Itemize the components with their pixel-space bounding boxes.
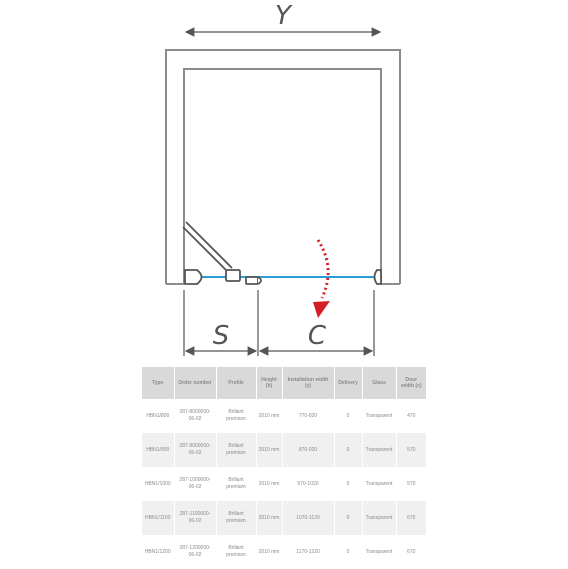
shower-door-diagram: Y S C: [165, 1, 401, 356]
cell-height: 2010 mm: [255, 467, 282, 501]
cell-delivery: 0: [333, 433, 362, 467]
wall-frame: [165, 49, 401, 285]
cell-height: 2010 mm: [255, 399, 282, 433]
cell-type: HBN1/1000: [142, 467, 174, 501]
cell-profile: Brillant premium: [215, 399, 256, 433]
dimension-label-s: S: [213, 321, 230, 351]
cell-door-width: 470: [395, 399, 426, 433]
cell-glass: Transparent: [361, 399, 396, 433]
table-row: HBN1/900 287-9000000-06-02 Brillant prem…: [142, 433, 426, 467]
width-dimension-y: Y: [184, 1, 382, 37]
right-wall-profile: [373, 269, 382, 285]
outer-wall: [165, 49, 401, 284]
cell-profile: Brillant premium: [215, 433, 256, 467]
cell-order-number: 287-1200000-06-02: [173, 535, 216, 569]
cell-glass: Transparent: [361, 433, 396, 467]
table-header-row: Type Order number Profile Height (h) Ins…: [142, 367, 426, 399]
cell-type: HBN1/1200: [142, 535, 174, 569]
cell-type: HBN1/1100: [142, 501, 174, 535]
header-door-width: Door width (c): [395, 367, 426, 399]
cell-delivery: 0: [333, 399, 362, 433]
cell-installation-width: 870-920: [281, 433, 334, 467]
bottom-dimensions: [183, 290, 375, 356]
cell-glass: Transparent: [361, 467, 396, 501]
cell-installation-width: 1170-1220: [281, 535, 334, 569]
dimension-label-y: Y: [275, 1, 293, 31]
cell-type: HBN1/800: [142, 399, 174, 433]
cell-profile: Brillant premium: [215, 535, 256, 569]
cell-installation-width: 970-1020: [281, 467, 334, 501]
cell-delivery: 0: [333, 535, 362, 569]
door-hardware: [184, 269, 382, 285]
cell-profile: Brillant premium: [215, 501, 256, 535]
hinge-block: [225, 269, 241, 282]
cell-glass: Transparent: [361, 501, 396, 535]
door-handle-block: [245, 276, 259, 285]
header-delivery: Delivery: [333, 367, 362, 399]
door-handle-cap: [257, 276, 262, 285]
cell-door-width: 570: [395, 433, 426, 467]
cell-type: HBN1/900: [142, 433, 174, 467]
cell-delivery: 0: [333, 501, 362, 535]
header-type: Type: [142, 367, 174, 399]
cell-installation-width: 1070-1120: [281, 501, 334, 535]
door-swing-arrow: [313, 239, 330, 318]
cell-door-width: 670: [395, 535, 426, 569]
table-row: HBN1/1000 287-1000000-06-02 Brillant pre…: [142, 467, 426, 501]
inner-wall: [183, 68, 382, 284]
cell-door-width: 570: [395, 467, 426, 501]
left-wall-profile: [184, 269, 203, 285]
product-spec-table: Type Order number Profile Height (h) Ins…: [142, 367, 426, 569]
cell-height: 2010 mm: [255, 433, 282, 467]
dimension-label-c: C: [308, 321, 327, 351]
header-profile: Profile: [215, 367, 256, 399]
table-row: HBN1/800 287-8000000-06-02 Brillant prem…: [142, 399, 426, 433]
header-height: Height (h): [255, 367, 282, 399]
table-row: HBN1/1200 287-1200000-06-02 Brillant pre…: [142, 535, 426, 569]
header-installation-width: Installation width (y): [281, 367, 334, 399]
header-glass: Glass: [361, 367, 396, 399]
cell-order-number: 287-1000000-06-02: [173, 467, 216, 501]
cell-profile: Brillant premium: [215, 467, 256, 501]
cell-glass: Transparent: [361, 535, 396, 569]
table-row: HBN1/1100 287-1100000-06-02 Brillant pre…: [142, 501, 426, 535]
folded-panel: [182, 221, 233, 273]
cell-height: 2010 mm: [255, 535, 282, 569]
swing-arrow-head: [313, 301, 330, 318]
header-order-number: Order number: [173, 367, 216, 399]
cell-order-number: 287-1100000-06-02: [173, 501, 216, 535]
cell-order-number: 287-9000000-06-02: [173, 433, 216, 467]
cell-order-number: 287-8000000-06-02: [173, 399, 216, 433]
cell-height: 2010 mm: [255, 501, 282, 535]
cell-delivery: 0: [333, 467, 362, 501]
cell-installation-width: 770-820: [281, 399, 334, 433]
cell-door-width: 670: [395, 501, 426, 535]
